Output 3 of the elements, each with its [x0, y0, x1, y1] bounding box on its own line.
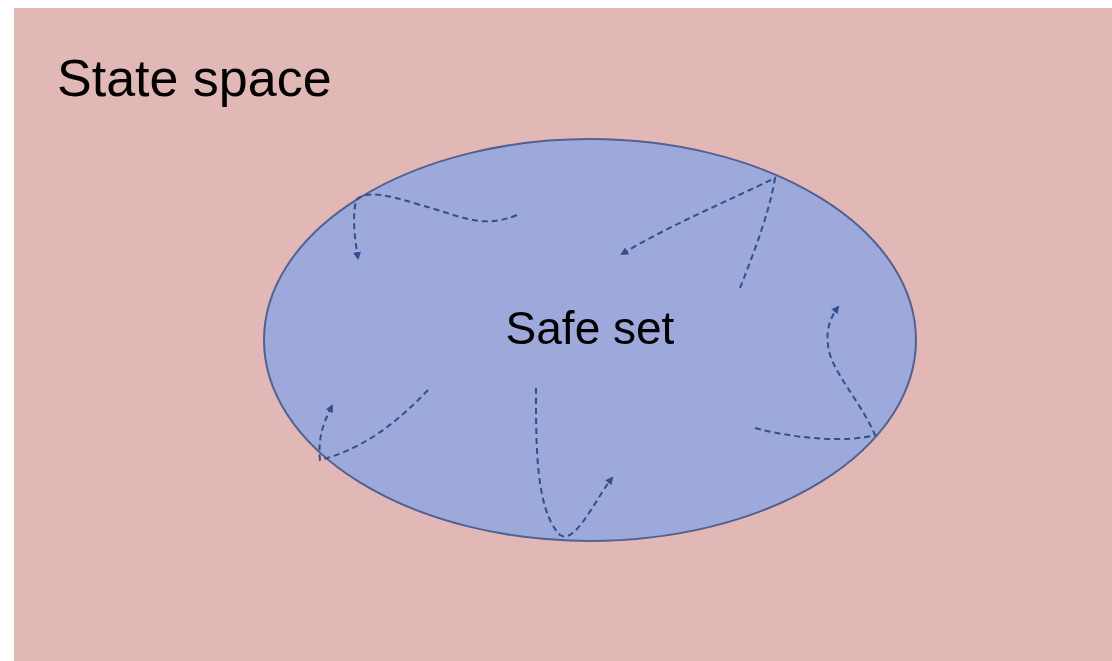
- state-space-region: [14, 8, 1112, 661]
- region-label: Safe set: [505, 301, 675, 355]
- region-title: State space: [57, 48, 332, 108]
